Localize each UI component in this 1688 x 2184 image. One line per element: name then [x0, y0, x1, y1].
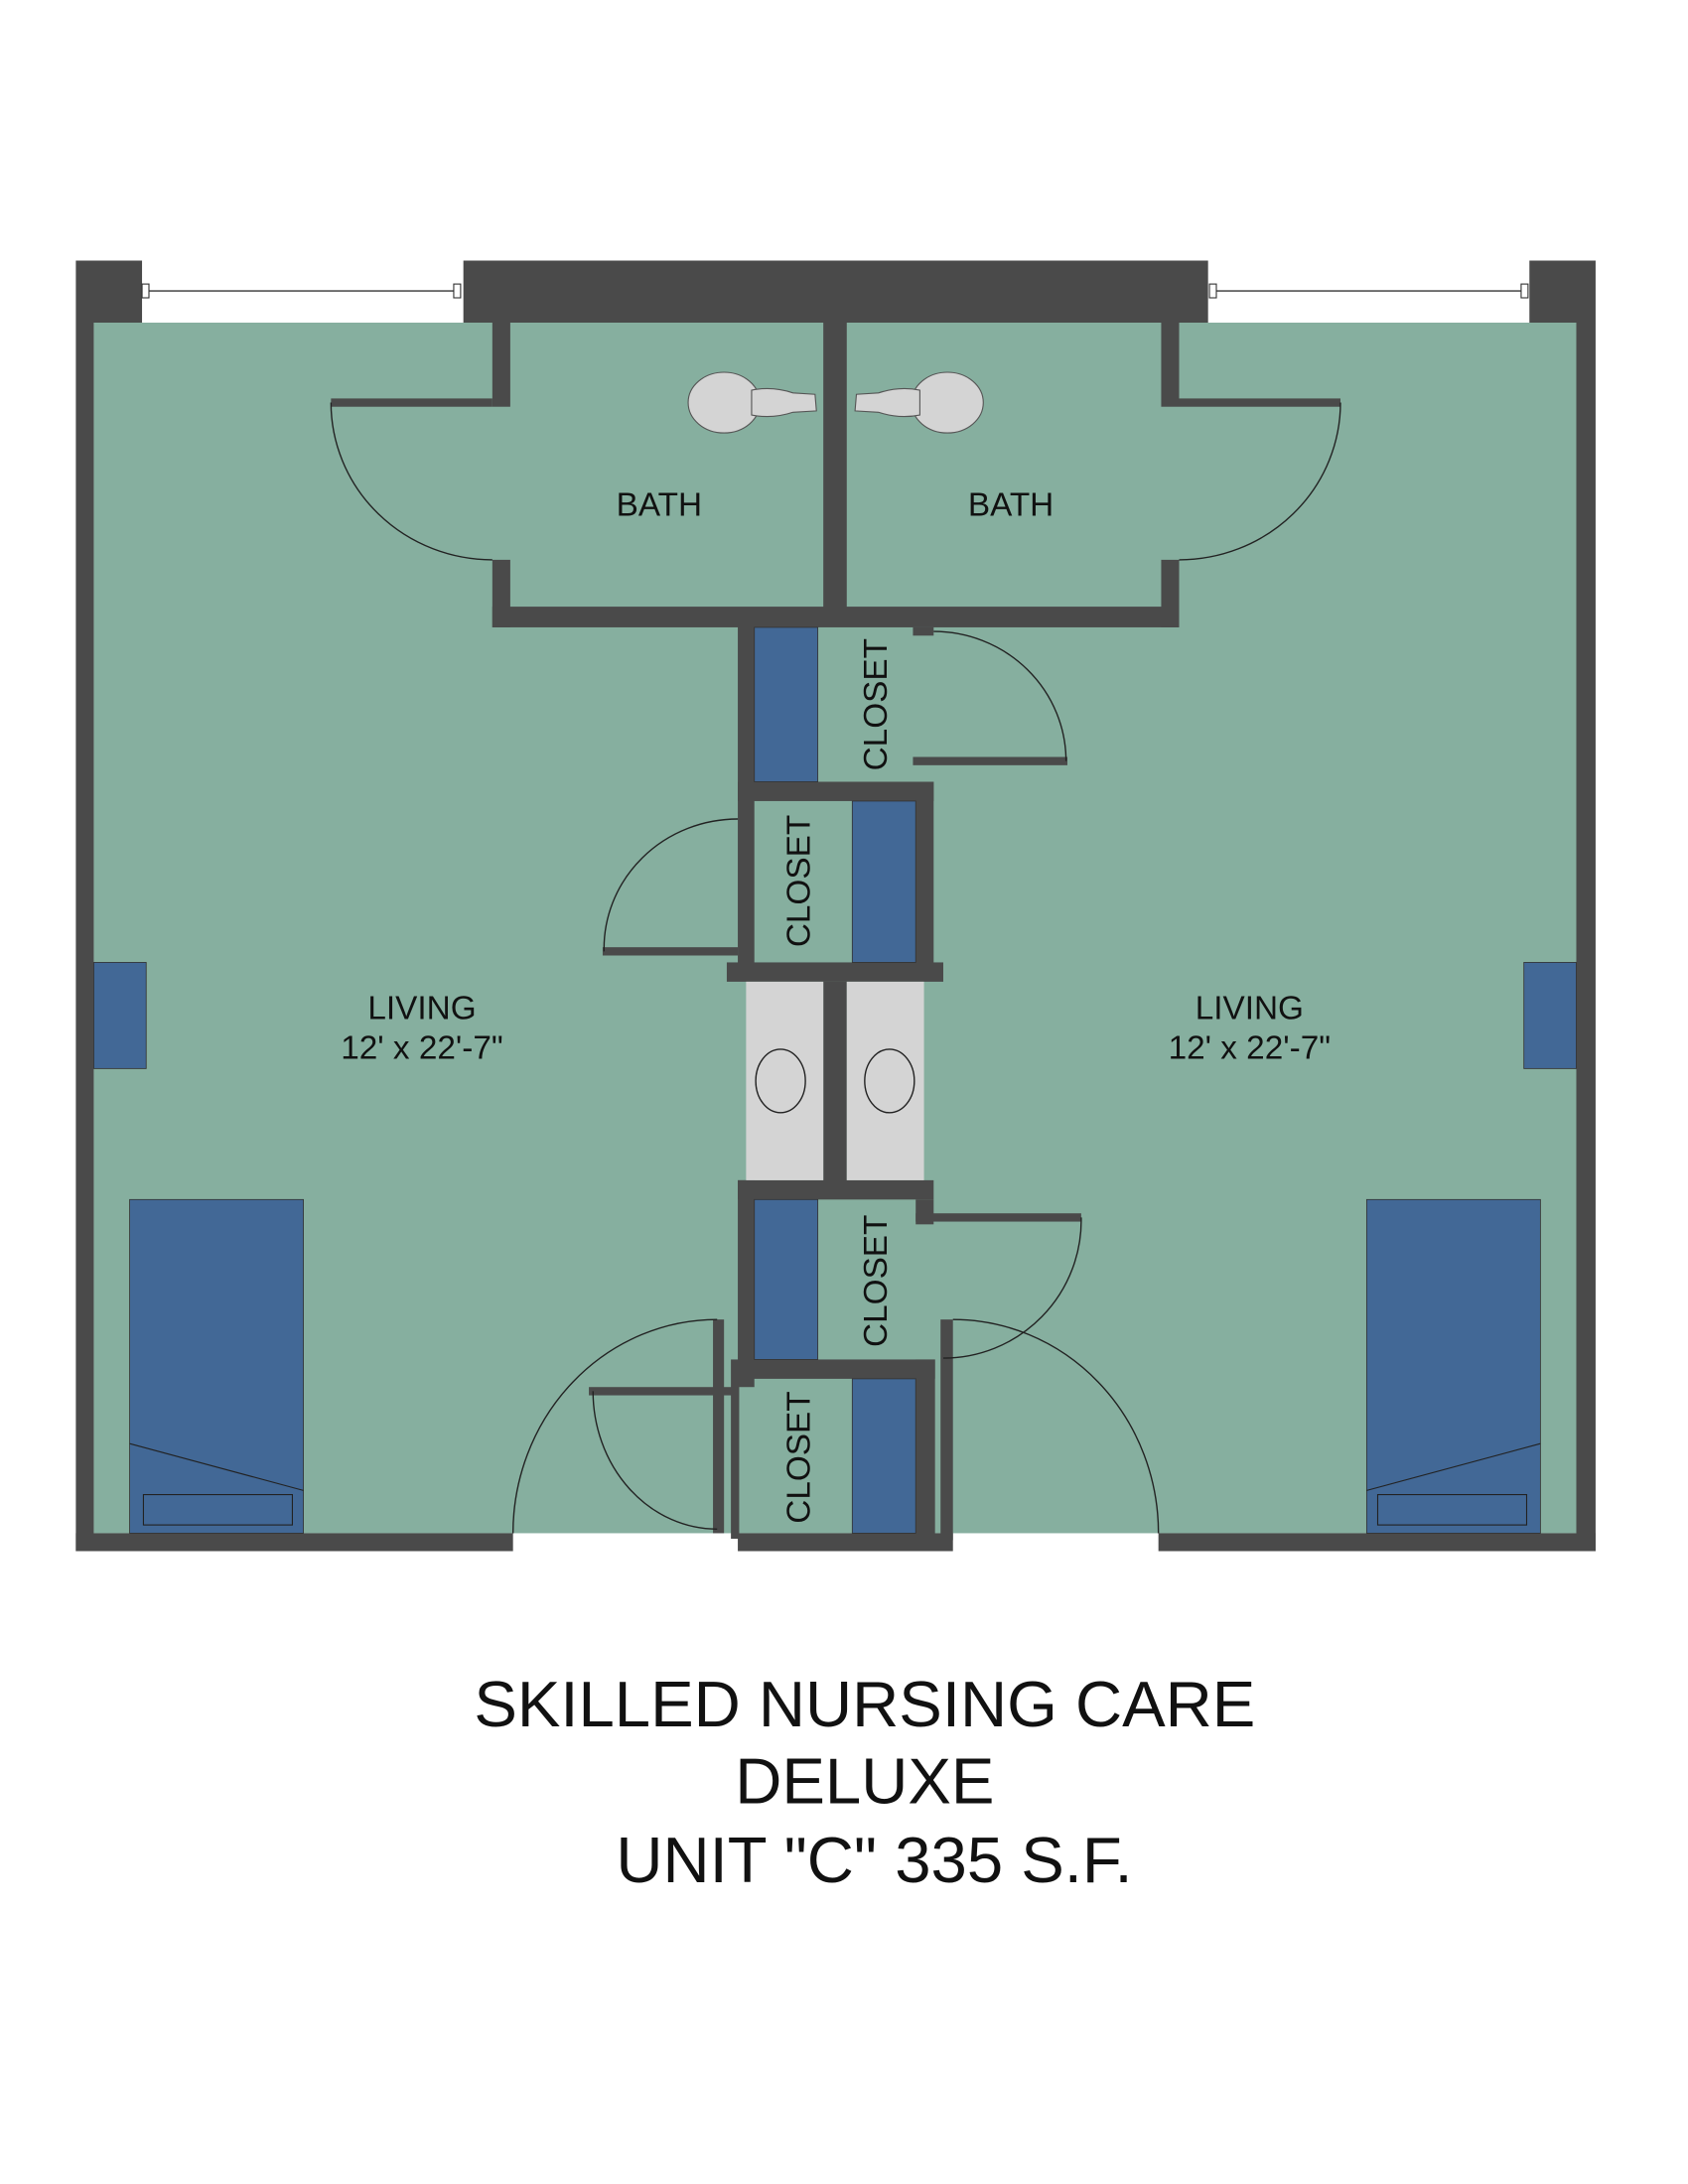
toilet-left: [687, 371, 817, 434]
living-right-size: 12' x 22'-7": [1169, 1030, 1332, 1067]
title-line-2: DELUXE: [735, 1745, 994, 1818]
living-left-label: LIVING: [367, 990, 476, 1026]
bath-left-label: BATH: [617, 486, 702, 523]
door-swings: [330, 402, 1341, 1534]
furniture: [93, 626, 1577, 1534]
living-right-label: LIVING: [1196, 990, 1304, 1026]
vanity: [746, 981, 924, 1180]
closet-shelf: [754, 626, 819, 782]
bed-details: [129, 1442, 1541, 1526]
sink-left: [755, 1048, 806, 1114]
bed-left: [129, 1198, 304, 1534]
window-right: [1207, 260, 1530, 323]
closet-label: CLOSET: [780, 815, 817, 947]
sink-right: [864, 1048, 915, 1114]
walls: [75, 260, 1596, 1552]
window-left: [141, 260, 464, 323]
title-line-1: SKILLED NURSING CARE: [474, 1668, 1255, 1740]
closet-label: CLOSET: [858, 638, 895, 770]
title-line-3: UNIT "C" 335 S.F.: [616, 1824, 1132, 1896]
nightstand-right: [1523, 962, 1577, 1069]
bath-right-label: BATH: [968, 486, 1054, 523]
closet-shelf: [851, 1378, 916, 1534]
closet-shelf: [851, 800, 916, 963]
living-left-size: 12' x 22'-7": [341, 1030, 503, 1067]
bed-right: [1365, 1198, 1541, 1534]
toilet-right: [854, 371, 984, 434]
closet-label: CLOSET: [780, 1391, 817, 1523]
closet-label: CLOSET: [858, 1215, 895, 1347]
closet-shelf: [754, 1198, 819, 1360]
nightstand-left: [93, 962, 147, 1069]
